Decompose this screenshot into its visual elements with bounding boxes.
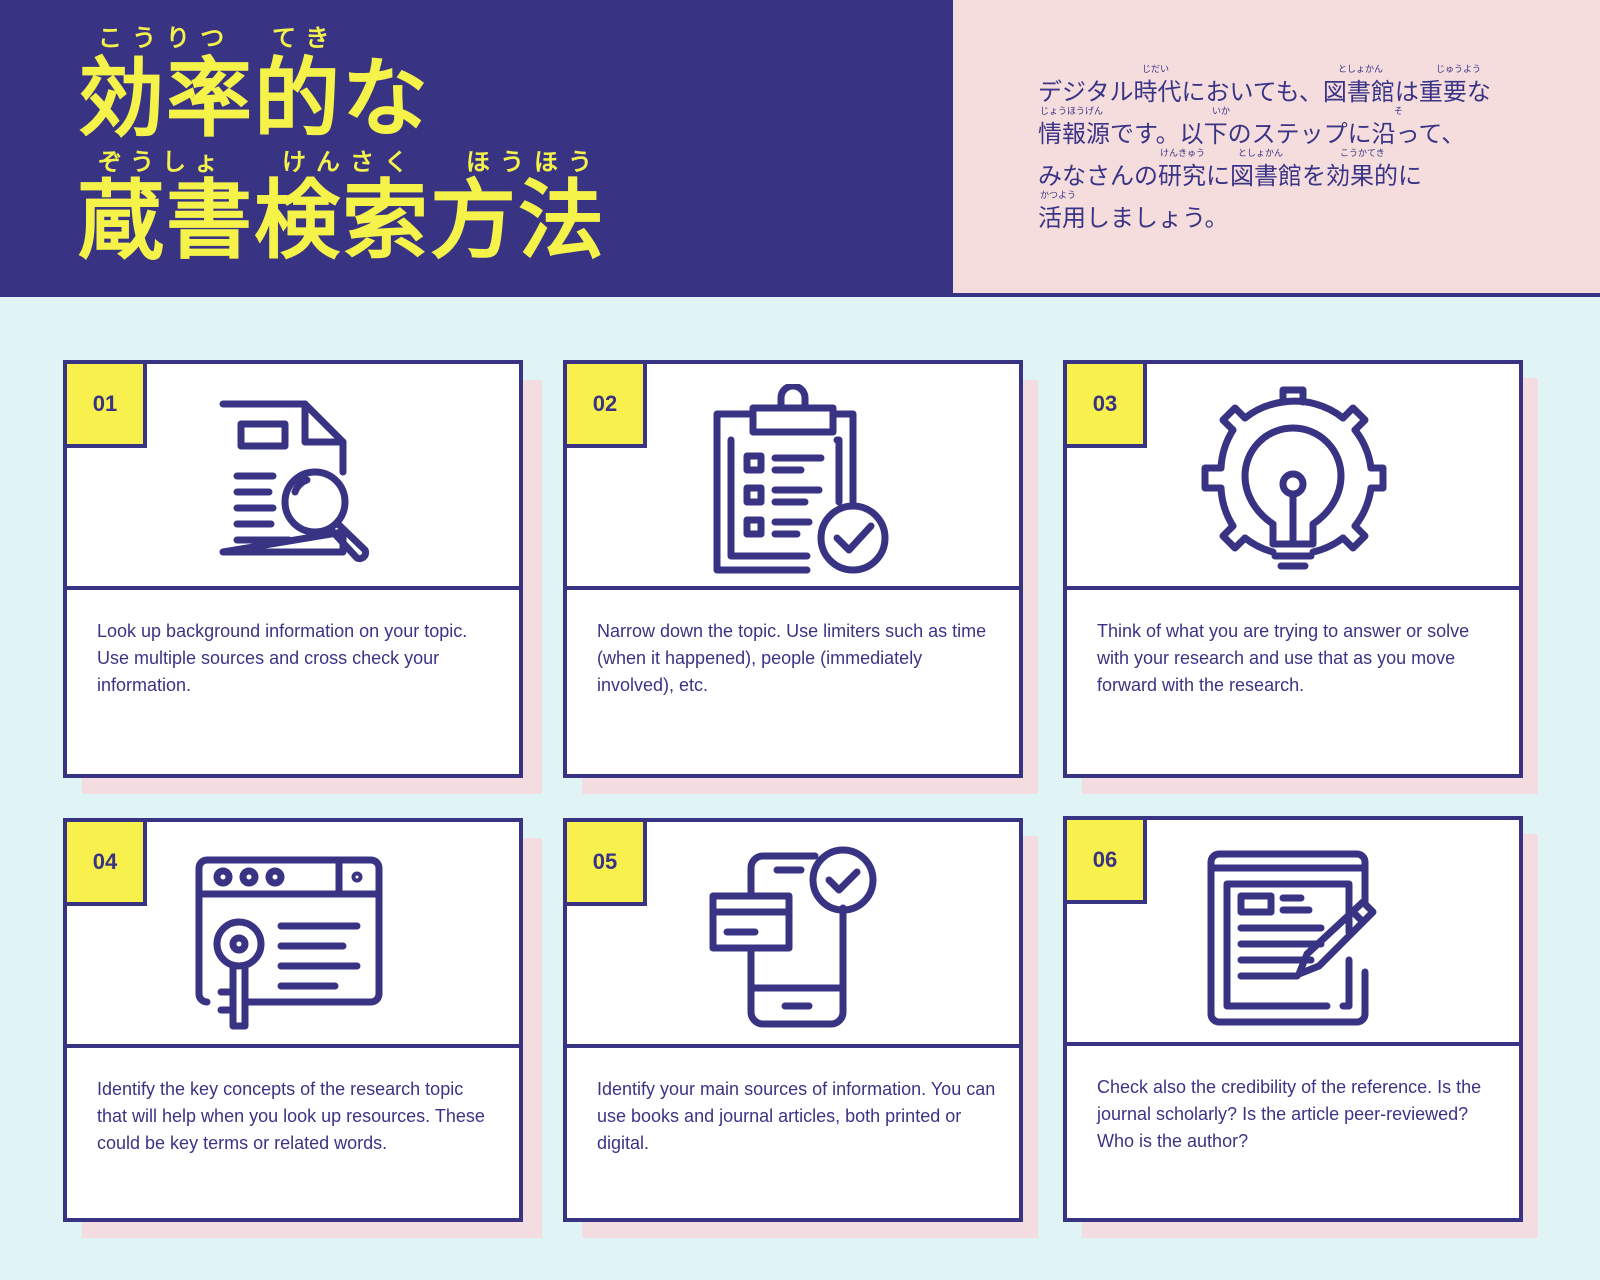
title-ruby: ほうほう [466,148,602,176]
clipboard-check-icon [713,384,889,574]
intro-panel [953,0,1600,293]
step-number-badge: 04 [67,822,147,906]
intro-text-line: 活用しましょう。 [1038,204,1229,232]
intro-ruby: としょかん [1238,149,1284,159]
intro-ruby: けんきゅう [1160,149,1206,159]
step-number-badge: 06 [1067,820,1147,904]
title-ruby: けんさく [282,148,418,176]
intro-ruby: かつよう [1040,191,1077,201]
intro-ruby: いか [1212,107,1231,117]
lightbulb-gear-icon [1201,386,1387,570]
card-icon-area [567,822,1019,1048]
mobile-card-check-icon [709,846,877,1028]
step-description: Think of what you are trying to answer o… [1097,621,1470,695]
step-card-04: 04 Identify the key concepts of the rese… [63,818,523,1222]
step-number-badge: 01 [67,364,147,448]
card-icon-area [67,364,519,590]
step-card-02: 02 Narrow down the topic. Use limiters s… [563,360,1023,778]
intro-ruby: じだい [1142,65,1170,75]
step-card-03: 03 Think of what you are trying to answe… [1063,360,1523,778]
step-number-badge: 05 [567,822,647,906]
step-number-badge: 03 [1067,364,1147,448]
document-search-icon [219,400,370,563]
intro-ruby: そ [1394,107,1404,117]
title-ruby: ぞうしょ [98,148,226,176]
card-icon-area [1067,820,1519,1046]
card-icon-area [567,364,1019,590]
page-title-line-2: 蔵書検索方法 [78,171,606,271]
step-description: Check also the credibility of the refere… [1097,1077,1482,1151]
step-description: Narrow down the topic. Use limiters such… [597,621,987,695]
card-icon-area [67,822,519,1048]
intro-text-line: デジタル時代においても、図書館は重要な [1038,78,1491,106]
article-pencil-icon [1207,850,1377,1026]
step-description: Identify the key concepts of the researc… [97,1079,485,1153]
step-card-06: 06 Check also the credibility of the ref… [1063,816,1523,1222]
step-card-01: 01 Look up background information on you… [63,360,523,778]
intro-panel-border [953,293,1600,297]
step-number-badge: 02 [567,364,647,448]
intro-ruby: としょかん [1338,65,1384,75]
intro-text-line: みなさんの研究に図書館を効果的に [1038,162,1422,190]
step-card-05: 05 Identify your main sources of informa… [563,818,1023,1222]
browser-key-icon [195,856,383,1030]
card-icon-area [1067,364,1519,590]
intro-ruby: こうかてき [1340,149,1385,159]
intro-text-line: 情報源です。以下のステップに沿って、 [1038,120,1466,148]
title-ruby: てき [272,24,340,52]
intro-ruby: じょうほうげん [1040,107,1104,117]
step-description: Look up background information on your t… [97,621,468,695]
title-banner [0,0,953,297]
intro-ruby: じゅうよう [1436,65,1482,75]
page-title-line-1: 効率的な [78,49,430,149]
step-description: Identify your main sources of informatio… [597,1079,996,1153]
title-ruby: こうりつ [98,24,235,52]
